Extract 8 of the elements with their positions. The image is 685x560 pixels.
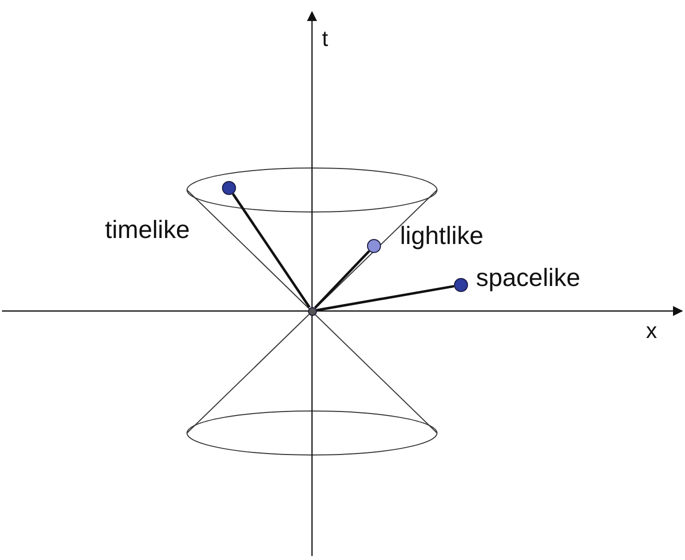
point-label: lightlike [400,224,484,249]
axis-label: x [646,320,657,342]
event-point [222,181,236,195]
point-label: timelike [105,218,190,243]
event-point [454,278,468,292]
event-point [367,239,381,253]
point-label: spacelike [476,266,580,291]
axis-label: t [322,28,328,50]
